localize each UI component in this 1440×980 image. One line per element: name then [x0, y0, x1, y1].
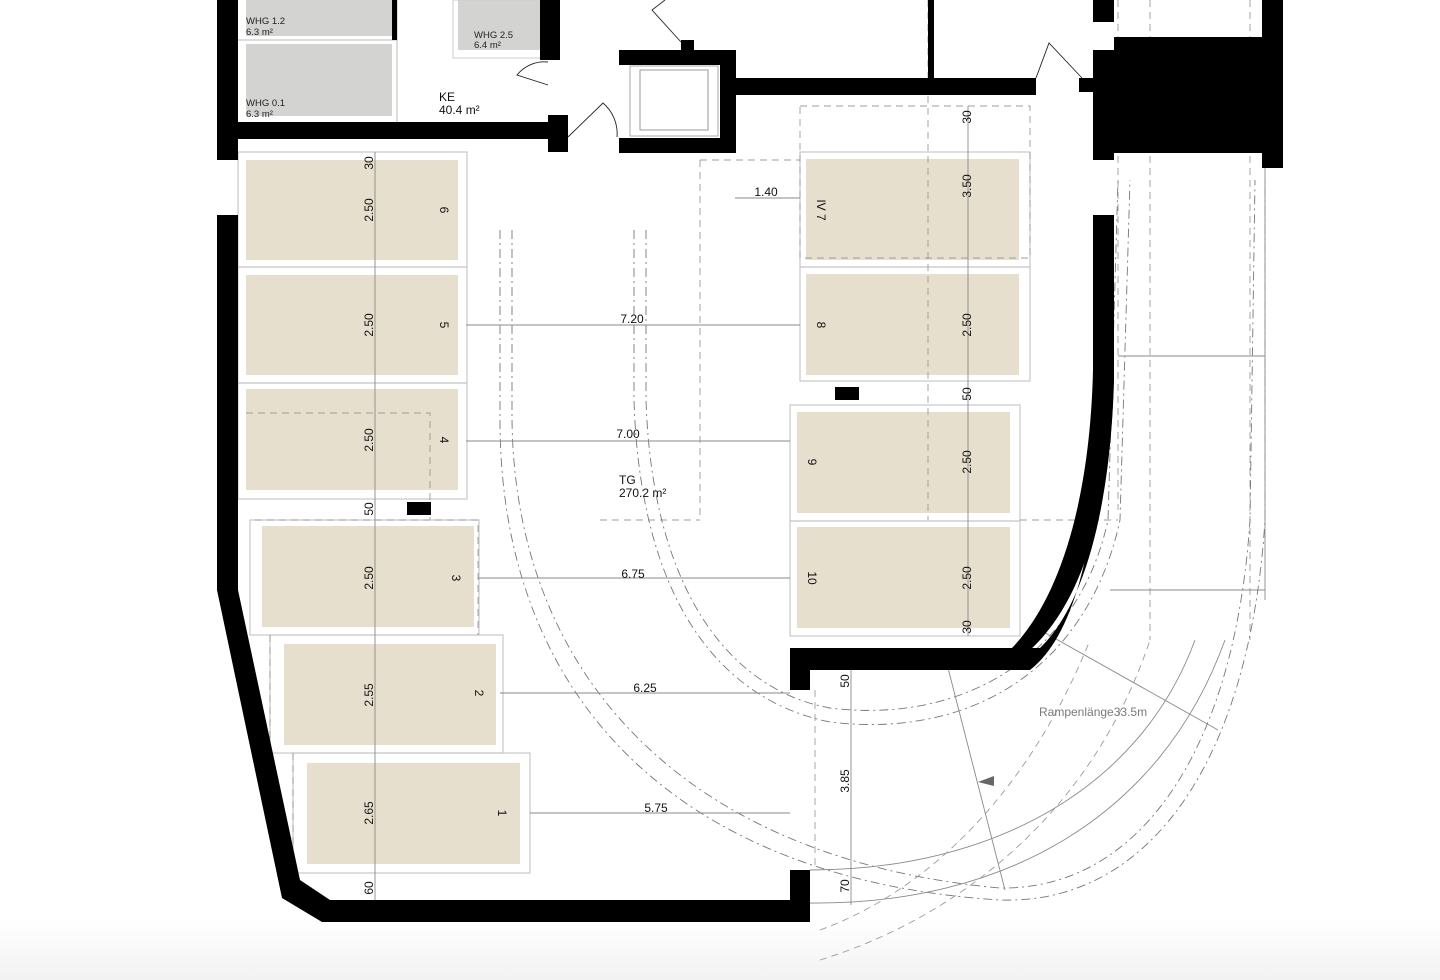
dimension-label: 50 — [362, 502, 376, 516]
room-label-area: 40.4 m² — [439, 103, 480, 117]
room-labels: WHG 1.2 6.3 m² WHG 0.1 6.3 m² WHG 2.5 6.… — [246, 16, 666, 500]
parking-widths-right: 3.50 2.50 2.50 2.50 30 50 30 — [960, 110, 974, 634]
door-corridor[interactable] — [567, 102, 618, 138]
dimension-label: 3.50 — [960, 174, 974, 198]
room-label-name: WHG 1.2 — [246, 16, 285, 27]
dimension-label: 2.50 — [960, 450, 974, 474]
doors — [516, 0, 1083, 138]
column — [835, 387, 859, 400]
parking-space-6[interactable] — [246, 160, 458, 260]
door-ke[interactable] — [516, 61, 549, 86]
room-label-area: 6.3 m² — [246, 27, 273, 38]
parking-number: 6 — [437, 207, 451, 214]
parking-number: 2 — [472, 690, 486, 697]
parking-space-10[interactable] — [797, 527, 1010, 628]
storage-rooms — [238, 0, 550, 122]
parking-space-8[interactable] — [806, 274, 1019, 375]
aisle-dimensions: 7.20 7.00 6.75 6.25 5.75 1.40 — [616, 185, 778, 815]
dimension-label: 50 — [838, 674, 852, 688]
aisle-width-label: 5.75 — [644, 801, 668, 815]
dimension-lines — [374, 106, 969, 905]
dimension-label: 2.50 — [362, 566, 376, 590]
door-right[interactable] — [1035, 42, 1083, 79]
dimension-label: 60 — [362, 881, 376, 895]
parking-number: 10 — [805, 571, 819, 585]
room-label-name: TG — [619, 473, 636, 487]
parking-space-4[interactable] — [246, 389, 458, 490]
room-whg-0-1[interactable] — [246, 44, 392, 116]
parking-number: 1 — [495, 810, 509, 817]
aisle-width-label: 7.00 — [616, 427, 640, 441]
parking-numbers-left: 6 5 4 3 2 1 — [437, 207, 509, 817]
entry-dimensions: 50 3.85 70 — [838, 674, 852, 893]
room-label-name: WHG 2.5 — [474, 30, 513, 41]
parking-number: 8 — [814, 322, 828, 329]
parking-number: IV 7 — [814, 199, 828, 221]
ramp-direction-arrow-icon — [978, 776, 994, 786]
parking-space-5[interactable] — [246, 275, 458, 375]
dimension-label: 2.50 — [362, 198, 376, 222]
parking-number: 3 — [449, 575, 463, 582]
room-label-area: 6.4 m² — [474, 40, 501, 51]
dimension-label: 1.40 — [754, 185, 778, 199]
ramp-curves — [499, 0, 1266, 961]
parking-space-1[interactable] — [307, 763, 520, 864]
parking-space-2[interactable] — [284, 644, 496, 745]
room-label-name: KE — [439, 90, 455, 104]
aisle-width-label: 7.20 — [620, 312, 644, 326]
parking-numbers-right: IV 7 8 9 10 — [805, 199, 828, 585]
room-whg-1-2[interactable] — [246, 0, 392, 36]
parking-number: 4 — [437, 437, 451, 444]
room-label-area: 6.3 m² — [246, 109, 273, 120]
parking-left — [246, 160, 520, 864]
parking-widths-left: 2.50 2.50 2.50 2.50 2.55 2.65 30 50 60 — [362, 156, 376, 895]
room-label-name: WHG 0.1 — [246, 98, 285, 109]
aisle-width-label: 6.75 — [621, 567, 645, 581]
dimension-label: 30 — [362, 156, 376, 170]
dimension-label: 2.50 — [362, 428, 376, 452]
door-top[interactable] — [651, 0, 682, 43]
dimension-label: 2.50 — [960, 313, 974, 337]
parking-number: 9 — [805, 459, 819, 466]
room-whg-2-5[interactable] — [458, 0, 544, 50]
page-bottom-fade — [0, 920, 1440, 980]
dimension-label: 2.55 — [362, 683, 376, 707]
dimension-label: 30 — [960, 110, 974, 124]
parking-right — [797, 159, 1019, 628]
dimension-label: 2.50 — [362, 313, 376, 337]
dimension-label: 70 — [838, 879, 852, 893]
ramp-length-label: Rampenlänge33.5m — [1039, 705, 1147, 719]
column — [407, 502, 431, 515]
aisle-width-label: 6.25 — [633, 681, 657, 695]
elevator — [629, 65, 719, 137]
parking-space-3[interactable] — [262, 526, 474, 627]
dimension-label: 2.50 — [960, 566, 974, 590]
dimension-label: 3.85 — [838, 769, 852, 793]
room-label-area: 270.2 m² — [619, 486, 666, 500]
dimension-label: 2.65 — [362, 801, 376, 825]
dimension-label: 30 — [960, 620, 974, 634]
parking-number: 5 — [437, 322, 451, 329]
dimension-label: 50 — [960, 387, 974, 401]
parking-space-iv7[interactable] — [806, 159, 1019, 260]
walls — [217, 0, 1283, 922]
parking-space-9[interactable] — [797, 412, 1010, 513]
